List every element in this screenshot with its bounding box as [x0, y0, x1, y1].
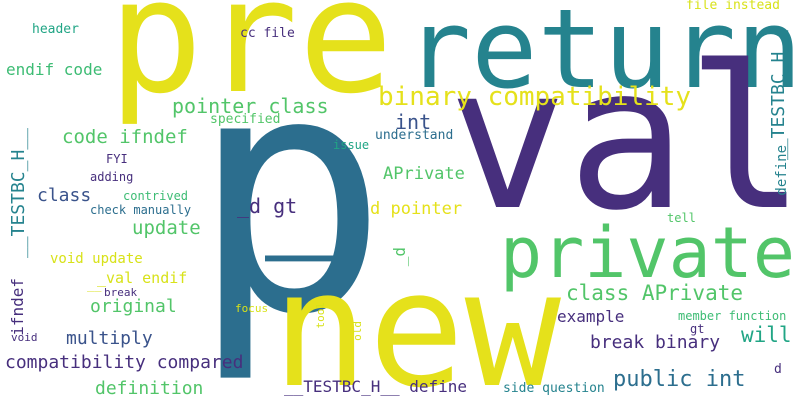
word-file-instead: file instead [686, 0, 780, 13]
word-original: original [90, 296, 177, 317]
word-update: update [132, 217, 201, 239]
word-adding: adding [90, 170, 134, 184]
word-definition: definition [95, 378, 204, 399]
word-pre: pre [108, 0, 394, 129]
word-ifndef: ifndef [8, 278, 27, 336]
word-aprivate: APrivate [383, 164, 465, 184]
word-binary-compatibility: binary compatibility [378, 82, 692, 112]
word-d: d [774, 362, 782, 377]
word-member-function: member function [678, 309, 787, 323]
word-define-right: define [774, 145, 790, 196]
word-class-aprivate: class APrivate [566, 281, 744, 305]
word-void-update: void update [50, 251, 143, 267]
word-fyi: FYI [106, 152, 128, 166]
word-dash: _ [265, 88, 356, 262]
word-understand: understand [375, 128, 454, 143]
word-public-int: public int [613, 367, 746, 392]
word-testbc-h-define: __TESTBC_H__ define [284, 377, 468, 396]
word-testbc-h-left: __TESTBC_H__ [8, 128, 29, 259]
word-int: int [395, 110, 432, 134]
word-underscore-d: _d [390, 247, 409, 267]
word-testbc-h-right: __TESTBC_H__ [768, 30, 789, 161]
word-break: break [104, 286, 138, 299]
word-contrived: contrived [123, 189, 189, 203]
word-void: void [11, 331, 38, 344]
word-old: old [351, 321, 364, 341]
word-return: return [405, 0, 800, 113]
word-example: example [557, 307, 625, 326]
word-private: private [500, 212, 796, 294]
word-will: will [741, 323, 792, 347]
word-specified: specified [210, 112, 281, 127]
word-gt: gt [690, 322, 705, 336]
word-cc-file: cc file [240, 26, 295, 41]
word-class: class [37, 185, 92, 206]
word-tell: tell [667, 211, 696, 225]
word-endif-code: endif code [6, 60, 103, 79]
word-header: header [32, 22, 79, 37]
word-val: val [448, 23, 800, 254]
word-focus: focus [235, 302, 269, 315]
word-compatibility-compared: compatibility compared [5, 352, 244, 373]
word-d-gt: _d gt [237, 194, 298, 218]
word-d-pointer: d pointer [370, 199, 463, 219]
word-dash-small: __ [87, 278, 102, 292]
word-multiply: multiply [66, 328, 153, 349]
word-pointer-class: pointer class [172, 94, 329, 118]
word-issue: issue [333, 138, 370, 152]
word-p: p [190, 3, 389, 387]
word-val-endif: _val endif [97, 269, 188, 287]
word-tool: tool [314, 302, 327, 329]
word-side-question: side question [503, 381, 605, 396]
word-code-ifndef: code ifndef [62, 126, 188, 148]
word-break-binary: break binary [590, 332, 721, 353]
word-check-manually: check manually [90, 203, 192, 217]
word-new: new [272, 236, 561, 400]
